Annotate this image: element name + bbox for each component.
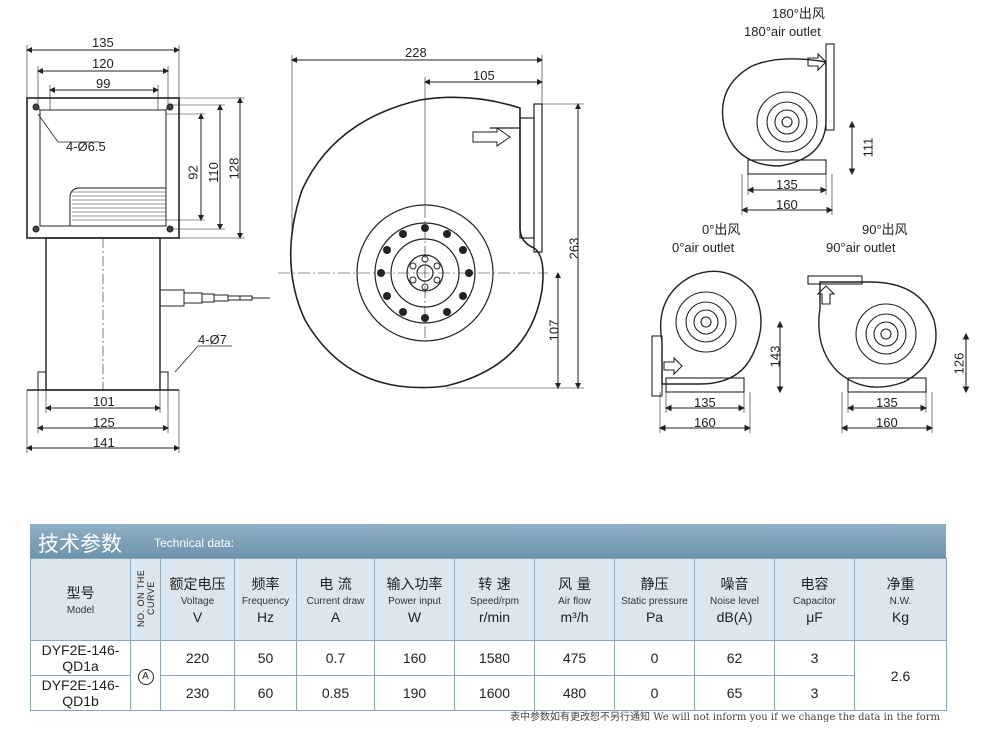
cell-noise: 62: [694, 640, 775, 676]
dim-side-width-228: 228: [405, 45, 427, 60]
dim-front-height-128: 128: [226, 157, 242, 180]
dim-90-base-160: 160: [876, 415, 898, 430]
dim-180-base-135: 135: [776, 177, 798, 192]
outlet-0-title-cn: 0°出风: [702, 222, 741, 237]
cell-voltage: 220: [160, 640, 235, 676]
outlet-0-drawing: [651, 270, 784, 433]
cell-curve: A: [130, 640, 161, 711]
cell-current: 0.7: [296, 640, 375, 676]
outlet-180-title-en: 180°air outlet: [744, 24, 821, 39]
cell-frequency: 60: [234, 675, 297, 711]
dim-front-width-120: 120: [92, 56, 114, 71]
dim-side-height-263: 263: [566, 237, 582, 260]
dim-front-base-125: 125: [93, 415, 115, 430]
dim-90-base-135: 135: [876, 395, 898, 410]
cell-speed: 1580: [454, 640, 535, 676]
cell-airflow: 475: [534, 640, 615, 676]
cell-current: 0.85: [296, 675, 375, 711]
cell-power: 190: [374, 675, 455, 711]
footnote: 表中参数如有更改恕不另行通知 We will not inform you if…: [510, 712, 940, 723]
dim-front-height-92: 92: [185, 165, 201, 180]
cell-capacitor: 3: [774, 640, 855, 676]
cell-noise: 65: [694, 675, 775, 711]
cell-capacitor: 3: [774, 675, 855, 711]
technical-drawings: [26, 43, 970, 453]
outlet-90-title-cn: 90°出风: [862, 222, 908, 237]
tech-data-banner: 技术参数 Technical data:: [30, 524, 946, 558]
dim-0-height: 143: [767, 345, 783, 368]
side-view: [278, 55, 584, 389]
dim-front-width-135: 135: [92, 35, 114, 50]
outlet-180-title-cn: 180°出风: [772, 6, 825, 21]
dim-0-base-135: 135: [694, 395, 716, 410]
tech-title-cn: 技术参数: [38, 532, 122, 556]
dim-0-base-160: 160: [694, 415, 716, 430]
dim-front-holes-6-5: 4-Ø6.5: [66, 139, 106, 154]
outlet-90-title-en: 90°air outlet: [826, 240, 896, 255]
cell-power: 160: [374, 640, 455, 676]
dim-side-height-107: 107: [546, 319, 562, 342]
cell-pressure: 0: [614, 640, 695, 676]
outlet-180-drawing: [721, 43, 856, 215]
dim-side-width-105: 105: [473, 68, 495, 83]
dim-180-base-160: 160: [776, 197, 798, 212]
cell-airflow: 480: [534, 675, 615, 711]
cell-frequency: 50: [234, 640, 297, 676]
cell-pressure: 0: [614, 675, 695, 711]
cell-model: DYF2E-146-QD1b: [30, 675, 131, 711]
dim-front-width-99: 99: [96, 76, 111, 91]
dim-front-height-110: 110: [205, 162, 221, 183]
curve-a-badge: A: [137, 669, 154, 685]
dim-front-base-101: 101: [93, 394, 115, 409]
cell-model: DYF2E-146-QD1a: [30, 640, 131, 676]
outlet-90-drawing: [807, 275, 970, 433]
header-curve: NO. ON THE CURVE: [130, 558, 161, 641]
outlet-0-title-en: 0°air outlet: [672, 240, 735, 255]
cell-speed: 1600: [454, 675, 535, 711]
table-row: DYF2E-146-QD1a A 220 50 0.7 160 1580 475…: [30, 640, 947, 711]
dim-front-base-141: 141: [93, 435, 115, 450]
front-view: [26, 45, 270, 453]
dim-front-holes-7: 4-Ø7: [198, 332, 227, 347]
tech-title-en: Technical data:: [154, 536, 235, 550]
cell-voltage: 230: [160, 675, 235, 711]
dim-180-height: 111: [860, 137, 876, 158]
cell-weight: 2.6: [854, 640, 947, 711]
dim-90-height: 126: [951, 352, 967, 375]
table-row: DYF2E-146-QD1b 230 60 0.85 190 1600 480 …: [30, 675, 947, 711]
